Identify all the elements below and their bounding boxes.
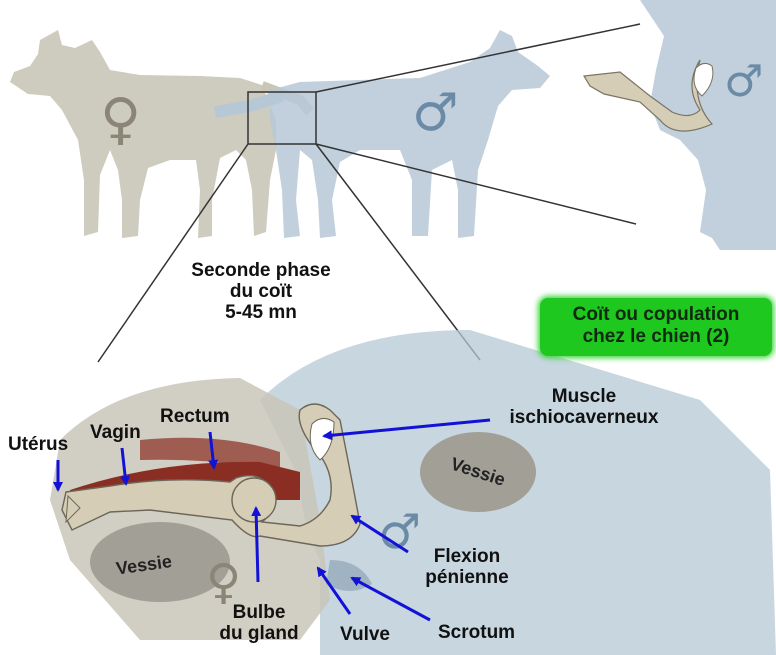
female-symbol-top: ♀ [100,87,141,152]
phase-title: Seconde phase du coït 5-45 mn [176,260,346,323]
label-muscle-line1: Muscle [484,386,684,407]
female-dog-silhouette [10,30,276,238]
label-scrotum: Scrotum [438,622,515,643]
label-bulbe-line2: du gland [204,623,314,644]
phase-line1: Seconde phase [176,260,346,281]
label-flexion: Flexion pénienne [412,546,522,588]
label-vagin: Vagin [90,422,141,443]
bulbe-shape [232,478,276,522]
label-bulbe: Bulbe du gland [204,602,314,644]
phase-line2: du coït [176,281,346,302]
label-vulve: Vulve [340,624,390,645]
label-flexion-line1: Flexion [412,546,522,567]
label-flexion-line2: pénienne [412,567,522,588]
label-muscle: Muscle ischiocaverneux [484,386,684,428]
phase-line3: 5-45 mn [176,302,346,323]
male-symbol-top: ♂ [412,83,459,143]
title-line1: Coït ou copulation [540,298,772,326]
male-symbol-zoom: ♂ [724,56,763,107]
label-muscle-line2: ischiocaverneux [484,407,684,428]
arrow-bulbe [256,508,258,582]
label-rectum: Rectum [160,406,230,427]
male-dog-silhouette [270,30,550,238]
title-line2: chez le chien (2) [540,326,772,348]
label-uterus: Utérus [8,434,68,455]
title-badge: Coït ou copulation chez le chien (2) [540,298,772,356]
label-bulbe-line1: Bulbe [204,602,314,623]
